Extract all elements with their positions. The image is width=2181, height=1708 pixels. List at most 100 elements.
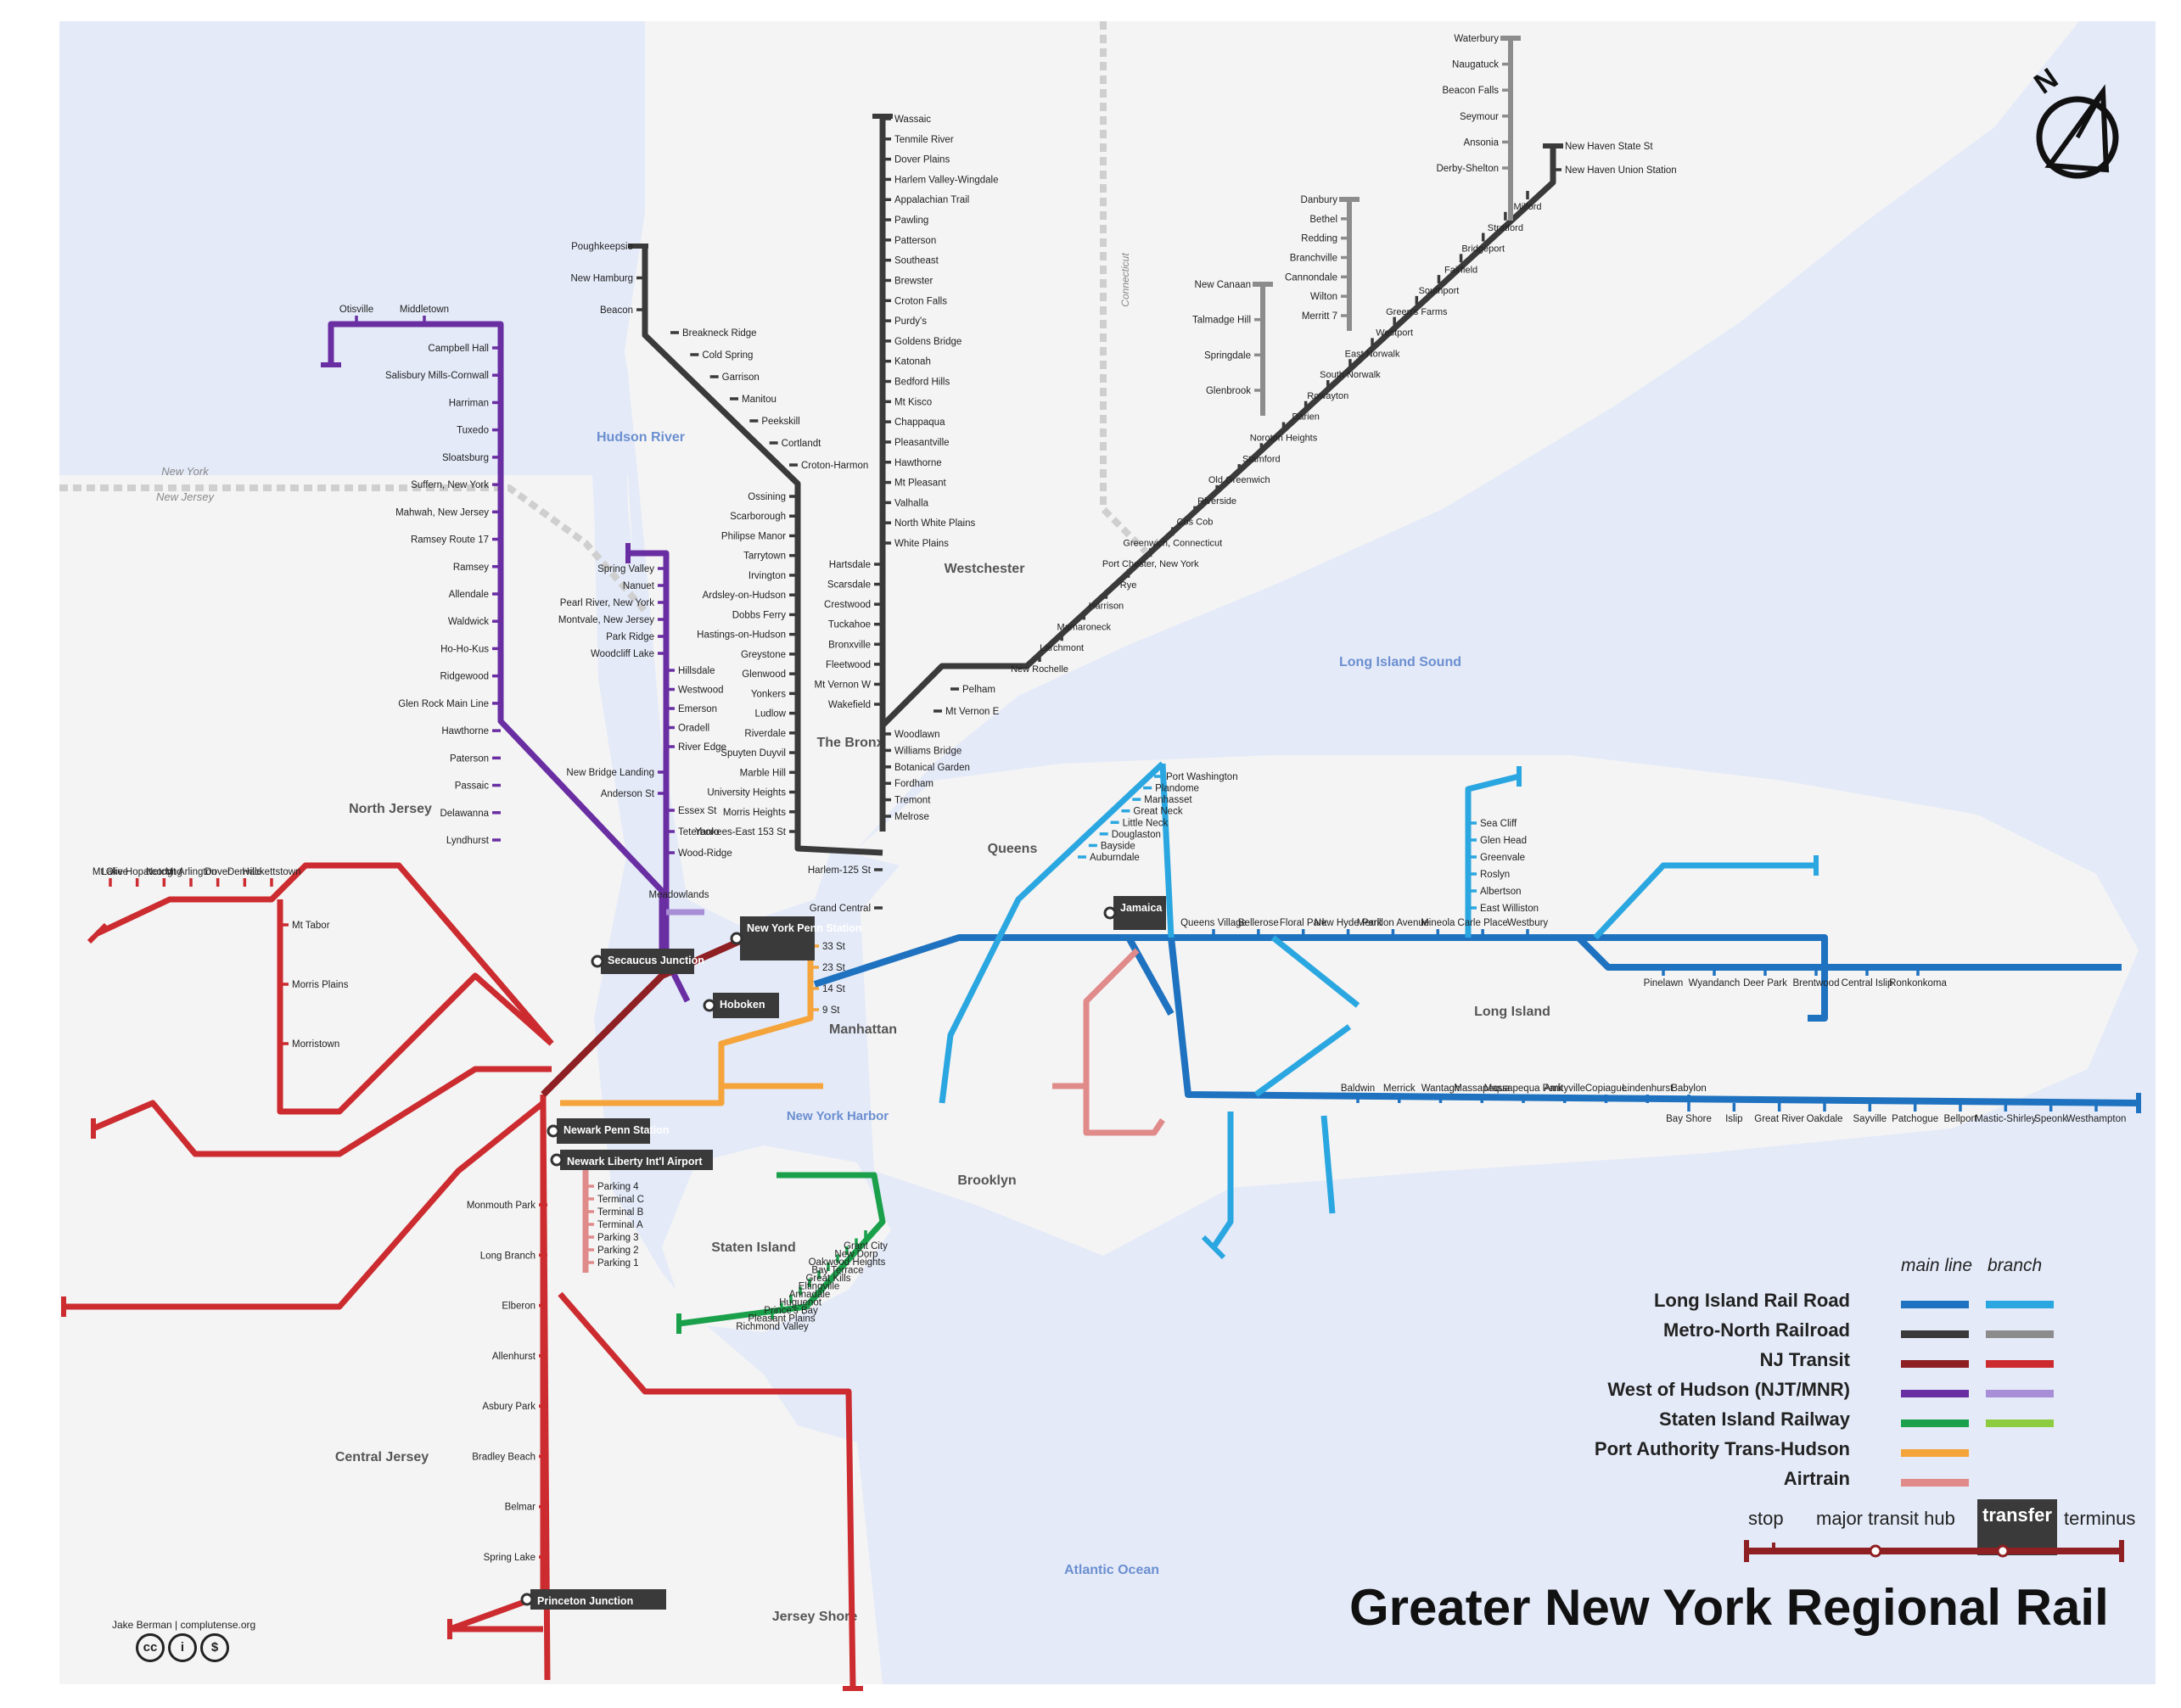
raritan-valley-line <box>64 1100 546 1310</box>
legend-row-label: Metro-North Railroad <box>1663 1319 1850 1341</box>
station-label: South Norwalk <box>1320 370 1381 380</box>
station-label: Goldens Bridge <box>894 337 962 347</box>
station-label: Denville <box>227 867 262 877</box>
legend-main-swatch <box>1901 1390 1969 1397</box>
station-label: Rye <box>1120 580 1137 591</box>
station-label: Mt Pleasant <box>894 479 947 489</box>
station-label: Derby-Shelton <box>1436 164 1499 174</box>
legend-terminus-label: terminus <box>2064 1508 2136 1529</box>
station-label: Fordham <box>894 779 934 789</box>
hub-label: Secaucus Junction <box>608 955 704 966</box>
station-label: Glen Head <box>1480 836 1527 846</box>
station-label: Delawanna <box>440 809 489 819</box>
ny-nj-border <box>59 484 648 613</box>
station-label: Ardsley-on-Hudson <box>703 591 786 601</box>
station-label: 9 St <box>822 1005 840 1016</box>
station-label: Merrillon Avenue <box>1357 918 1429 928</box>
station-label: 23 St <box>822 963 846 973</box>
station-label: Lindenhurst <box>1622 1084 1674 1094</box>
region-label: Atlantic Ocean <box>1064 1563 1159 1577</box>
station-label: Sayville <box>1853 1114 1887 1124</box>
station-label: Copiague <box>1585 1084 1627 1094</box>
station-label: Darien <box>1292 412 1319 423</box>
hub-label: Newark Penn Station <box>563 1124 669 1136</box>
hub-box <box>713 993 779 1018</box>
station-label: Bedford Hills <box>894 378 950 388</box>
station-label: Speonk <box>2034 1114 2067 1124</box>
region-label: The Bronx <box>816 736 883 750</box>
hub-marker <box>520 1593 534 1606</box>
port-jefferson-branch <box>1593 862 1816 940</box>
station-label: Oakwood Heights <box>809 1257 886 1268</box>
pw-to-atlantic <box>939 761 1165 1104</box>
legend-branch-swatch <box>1986 1360 2054 1368</box>
station-label: Merritt 7 <box>1302 311 1337 322</box>
legend-row: West of Hudson (NJT/MNR) <box>1578 1379 2130 1408</box>
credit-text: Jake Berman | complutense.org <box>112 1619 256 1631</box>
station-label: River Edge <box>678 742 726 753</box>
station-label: Harriman <box>449 398 489 408</box>
station-label: Scarborough <box>730 512 786 522</box>
station-label: Ho-Ho-Kus <box>440 644 489 654</box>
station-stops <box>61 36 2141 1691</box>
station-label: Bellport <box>1944 1114 1978 1124</box>
long-island-land <box>857 755 2139 1256</box>
legend-row-label: Staten Island Railway <box>1659 1408 1850 1430</box>
creative-commons-icon: cc <box>136 1633 165 1662</box>
station-label: Marble Hill <box>740 768 786 778</box>
station-label: Brentwood <box>1793 978 1840 988</box>
path-line <box>560 942 814 1106</box>
station-label: Springdale <box>1204 350 1251 361</box>
station-label: Spring Lake <box>484 1553 535 1563</box>
station-label: Douglaston <box>1112 830 1161 840</box>
station-label: Spring Valley <box>597 564 654 574</box>
hub-box <box>1113 896 1166 930</box>
station-label: Salisbury Mills-Cornwall <box>385 371 489 381</box>
station-label: Fairfield <box>1444 265 1477 275</box>
legend-main-swatch <box>1901 1301 1969 1308</box>
hempstead-branch <box>1270 935 1360 1008</box>
compass-icon: N <box>2028 62 2119 179</box>
station-label: Bradley Beach <box>472 1452 535 1462</box>
hub-label: Princeton Junction <box>537 1595 633 1607</box>
west-hempstead-branch <box>1253 1024 1352 1097</box>
hub-box <box>601 949 694 974</box>
station-label: Parking 3 <box>597 1233 639 1243</box>
station-label: Cold Spring <box>702 350 753 361</box>
station-label: Essex St <box>678 806 717 816</box>
region-label: Long Island Sound <box>1339 655 1461 669</box>
station-label: Green's Farms <box>1386 307 1448 317</box>
station-label: Stamford <box>1242 454 1281 464</box>
port-washington-branch <box>1159 763 1175 938</box>
station-label: Stratford <box>1488 223 1523 233</box>
airtrain-jfk <box>1083 948 1165 1136</box>
station-label: Philipse Manor <box>721 531 786 541</box>
station-label: Hartsdale <box>829 560 871 570</box>
legend-main-swatch <box>1901 1420 1969 1427</box>
station-label: Dobbs Ferry <box>732 610 787 620</box>
station-label: Appalachian Trail <box>894 195 969 205</box>
station-label: Floral Park <box>1280 918 1327 928</box>
station-label: Cortlandt <box>782 439 821 449</box>
hub-marker <box>547 1124 560 1138</box>
station-label: Glen Rock Main Line <box>398 699 489 709</box>
station-label: Katonah <box>894 357 931 367</box>
station-label: Mamaroneck <box>1057 622 1111 632</box>
station-label: Great Kills <box>805 1274 850 1284</box>
station-label: Mt Olive <box>93 867 128 877</box>
station-label: Pelham <box>962 685 995 695</box>
station-label: Harrison <box>1089 602 1124 612</box>
station-label: Rowayton <box>1307 391 1348 401</box>
station-label: Melrose <box>894 812 929 822</box>
station-label: Fleetwood <box>826 660 871 670</box>
station-label: Pleasantville <box>894 438 950 448</box>
hub-box <box>530 1589 666 1610</box>
station-label: Richmond Valley <box>736 1322 809 1332</box>
station-label: Merrick <box>1383 1084 1416 1094</box>
station-label: Mt Arlington <box>165 867 217 877</box>
hub-label: Newark Liberty Int'l Airport <box>567 1156 703 1168</box>
nec-south <box>540 1102 551 1681</box>
station-label: Dover Plains <box>894 155 950 165</box>
station-label: Suffern, New York <box>411 480 489 490</box>
terminus-marker <box>87 922 109 944</box>
